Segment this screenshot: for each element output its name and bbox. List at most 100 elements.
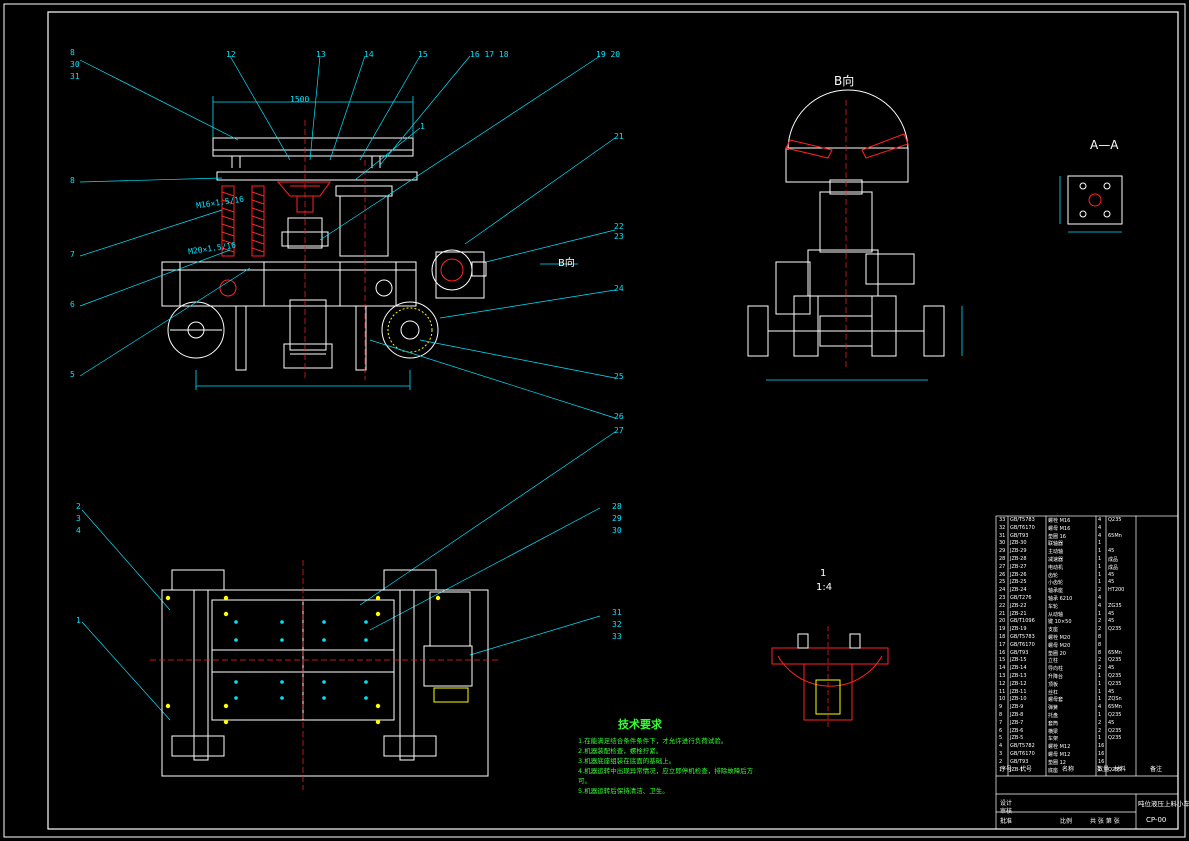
drawing-title: 吨位液压上料小车装配图 xyxy=(1138,800,1189,808)
callout-15: 15 xyxy=(418,50,428,59)
bom-cell: GB/T276 xyxy=(1010,595,1032,601)
approve-label: 批准 xyxy=(1000,818,1013,825)
bom-cell: Q235 xyxy=(1108,727,1122,734)
bom-cell: 横梁 xyxy=(1048,728,1059,735)
bom-cell: 1 xyxy=(1098,548,1102,555)
bom-cell: 8 xyxy=(1098,649,1102,656)
bom-cell: 丝杠 xyxy=(1048,689,1059,696)
bom-cell: Q235 xyxy=(1108,712,1122,718)
bom-header-code: 代号 xyxy=(1020,766,1033,773)
bom-cell: GB/T93 xyxy=(1010,649,1029,656)
bom-cell: JZB-19 xyxy=(1010,626,1027,633)
bom-cell: 从动轴 xyxy=(1048,611,1064,618)
bom-header-name: 名称 xyxy=(1062,766,1075,773)
bom-cell: JZB-14 xyxy=(1010,665,1027,672)
outer-border xyxy=(3,3,1186,838)
b-arrow-label: B向 xyxy=(558,258,575,269)
bom-cell: 29 xyxy=(999,548,1006,555)
bom-cell: 24 xyxy=(999,587,1006,594)
bom-cell: JZB-6 xyxy=(1010,727,1024,734)
bom-cell: 3 xyxy=(999,751,1003,757)
bom-cell: 23 xyxy=(999,595,1006,601)
tech-title: 技术要求 xyxy=(618,718,662,731)
bom-cell: JZB-22 xyxy=(1010,602,1027,609)
bom-cell: 45 xyxy=(1108,571,1115,578)
bom-cell: 17 xyxy=(999,641,1006,648)
bom-cell: 8 xyxy=(1098,641,1102,648)
bom-cell: 7 xyxy=(999,719,1003,726)
detail-1-4 xyxy=(771,626,889,730)
bom-cell: 16 xyxy=(1098,758,1105,765)
bom-cell: 键 10×50 xyxy=(1048,619,1072,626)
bom-cell: 1 xyxy=(1098,563,1102,570)
tech-item: 1.在能满足结合条件条件下，才允许进行负荷试验。 xyxy=(578,737,728,745)
bom-cell: 1 xyxy=(1098,688,1102,695)
bom-cell: 托盘 xyxy=(1048,713,1059,719)
bom-cell: HT200 xyxy=(1108,587,1125,594)
bom-cell: 螺栓 M12 xyxy=(1048,744,1071,751)
bom-header-qty: 数量 xyxy=(1097,766,1110,773)
bom-cell: 主动轴 xyxy=(1048,549,1064,556)
checker-label: 审核 xyxy=(1000,808,1013,815)
bom-cell: 车架 xyxy=(1048,736,1059,743)
a-a-title: A—A xyxy=(1090,138,1119,152)
bom-cell: 16 xyxy=(1098,751,1105,757)
bom-cell: GB/T6170 xyxy=(1010,751,1035,757)
bom-cell: JZB-25 xyxy=(1010,579,1027,586)
bom-cell: JZB-27 xyxy=(1010,563,1027,570)
bom-cell: JZB-9 xyxy=(1010,704,1024,711)
bom-cell: 1 xyxy=(1098,696,1102,703)
bom-cell: 车轮 xyxy=(1048,603,1059,610)
callout-24: 24 xyxy=(614,284,624,293)
tech-item: 5.机器运转后保持清洁、卫生。 xyxy=(578,787,669,795)
bom-cell: ZG35 xyxy=(1108,602,1122,609)
callout-8b: 8 xyxy=(70,176,75,185)
scale-den: 1:4 xyxy=(816,582,833,593)
bom-cell: GB/T1096 xyxy=(1010,618,1035,625)
callout-19-20: 19 20 xyxy=(596,50,621,59)
bom-cell: GB/T5783 xyxy=(1010,634,1035,640)
bom-cell: 2 xyxy=(1098,665,1102,672)
technical-requirements: 技术要求 1.在能满足结合条件条件下，才允许进行负荷试验。 2.机器装配检查，螺… xyxy=(578,716,808,796)
callout-1-center: 1 xyxy=(420,122,425,131)
bom-cell: 5 xyxy=(999,735,1003,742)
bom-cell: 2 xyxy=(999,758,1003,765)
bom-cell: 10 xyxy=(999,696,1006,703)
bom-cell: 小齿轮 xyxy=(1048,580,1064,587)
callout-31: 31 xyxy=(70,72,80,81)
bom-cell: 8 xyxy=(999,712,1003,718)
bom-cell: 1 xyxy=(1098,673,1102,679)
bom-cell: 9 xyxy=(999,704,1003,711)
callout-31b: 31 xyxy=(612,608,622,617)
top-dimension: 1500 xyxy=(290,95,310,104)
bom-cell: 电动机 xyxy=(1048,564,1064,571)
bom-cell: Q235 xyxy=(1108,626,1122,633)
bom-cell: 4 xyxy=(1098,524,1102,531)
bom-cell: Q235 xyxy=(1108,735,1122,742)
bom-header-mat: 材料 xyxy=(1114,766,1127,773)
callout-30b: 30 xyxy=(612,526,622,535)
bom-cell: 垫圈 12 xyxy=(1048,759,1066,766)
bom-cell: 27 xyxy=(999,563,1006,570)
bom-cell: Q235 xyxy=(1108,657,1122,664)
callout-27: 27 xyxy=(614,426,624,435)
callout-22: 22 xyxy=(614,222,624,231)
bom-cell: 1 xyxy=(1098,610,1102,617)
bom-cell: 1 xyxy=(999,766,1003,773)
callout-32: 32 xyxy=(612,620,622,629)
bom-cell: 1 xyxy=(1098,556,1102,562)
callout-1: 1 xyxy=(76,616,81,625)
bom-cell: 65Mn xyxy=(1108,649,1122,656)
bom-header-note: 备注 xyxy=(1150,766,1163,773)
bom-cell: 31 xyxy=(999,532,1006,539)
bom-cell: 支座 xyxy=(1048,627,1059,634)
bom-cell: 螺栓 M16 xyxy=(1048,518,1071,524)
bom-cell: JZB-21 xyxy=(1010,610,1027,617)
bom-cell: 成品 xyxy=(1108,564,1119,571)
bom-cell: 1 xyxy=(1098,571,1102,578)
bom-cell: 底座 xyxy=(1048,767,1059,774)
bom-cell: JZB-11 xyxy=(1010,688,1027,695)
bom-cell: 螺母 M16 xyxy=(1048,525,1071,532)
bom-cell: 32 xyxy=(999,524,1006,531)
